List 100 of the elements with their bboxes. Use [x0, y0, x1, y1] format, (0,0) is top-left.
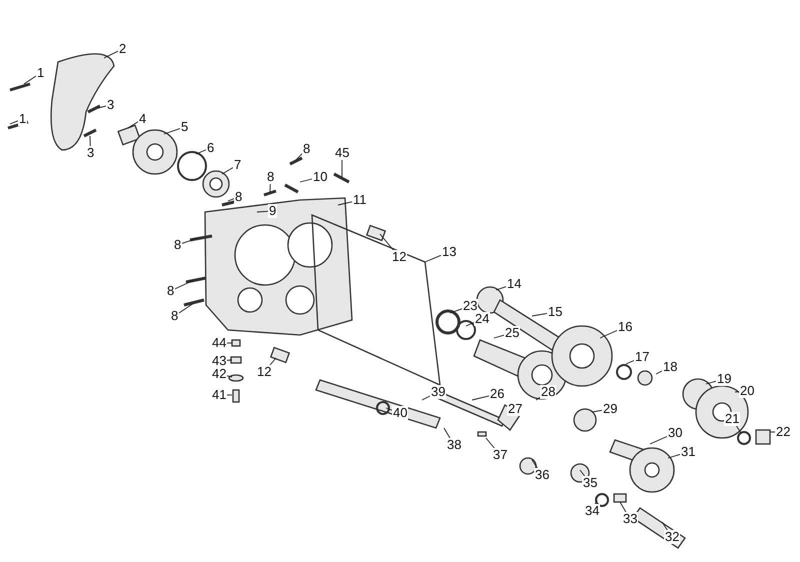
leader-line — [222, 167, 234, 174]
leader-line — [24, 76, 36, 84]
callout-number: 12 — [256, 365, 272, 379]
callout-number: 28 — [540, 385, 556, 399]
callout-number: 26 — [489, 387, 506, 401]
leader-line — [386, 408, 392, 411]
callout-number: 29 — [602, 402, 618, 416]
leader-line — [472, 395, 490, 400]
leader-line — [300, 178, 312, 182]
callout-number: 13 — [441, 245, 458, 259]
leader-line — [444, 428, 450, 438]
leader-line — [626, 360, 634, 364]
leader-line — [486, 438, 495, 448]
leader-line — [226, 394, 232, 396]
leader-line — [594, 500, 598, 504]
leader-line — [270, 184, 271, 194]
leader-line — [600, 330, 618, 338]
leader-line — [494, 334, 504, 338]
leader-line — [650, 436, 668, 444]
callout-number: 2 — [118, 42, 128, 56]
leader-line — [270, 358, 276, 366]
leader-line — [10, 120, 18, 124]
leader-line — [296, 153, 302, 160]
leader-line — [736, 426, 742, 434]
callout-number: 22 — [775, 425, 792, 439]
callout-number: 6 — [206, 141, 216, 155]
leader-line — [706, 380, 716, 384]
callout-number: 4 — [138, 112, 148, 126]
callout-number: 35 — [582, 476, 598, 490]
callout-number: 5 — [180, 120, 190, 134]
leader-line — [662, 522, 668, 530]
leader-line — [620, 502, 626, 512]
leader-line — [178, 302, 194, 314]
callout-number: 36 — [534, 468, 550, 482]
leader-line — [90, 136, 91, 146]
leader-line — [104, 50, 118, 58]
callout-number: 9 — [268, 204, 278, 218]
callout-number: 39 — [430, 385, 446, 399]
leader-line — [496, 286, 506, 290]
leader-line — [182, 238, 198, 244]
callout-number: 15 — [547, 305, 564, 319]
leader-line — [668, 454, 680, 458]
leader-line — [450, 308, 462, 314]
callout-number: 45 — [334, 146, 350, 160]
callout-number: 3 — [106, 98, 116, 112]
callout-number: 14 — [506, 277, 522, 291]
leader-line — [532, 460, 538, 468]
callout-number: 10 — [312, 170, 328, 184]
leader-line — [174, 280, 194, 290]
callout-number: 8 — [166, 284, 176, 298]
leader-line — [466, 322, 474, 326]
callout-number: 43 — [211, 354, 228, 368]
leader-line — [656, 370, 662, 374]
callout-number: 7 — [233, 158, 242, 172]
callout-number: 19 — [716, 372, 732, 386]
leader-line — [532, 312, 548, 316]
callout-number: 1 — [36, 66, 46, 80]
leader-line — [196, 149, 206, 154]
callout-number: 25 — [504, 326, 520, 340]
callout-number: 24 — [474, 312, 490, 326]
callout-number: 44 — [211, 336, 228, 350]
callout-number: 1 — [18, 112, 28, 126]
leader-line — [536, 396, 540, 400]
callout-number: 18 — [662, 360, 678, 374]
leader-line — [226, 375, 232, 378]
leader-line — [422, 396, 430, 400]
callout-number: 8 — [173, 238, 182, 252]
callout-number: 42 — [211, 367, 228, 381]
leader-line — [164, 128, 180, 134]
leader-line — [256, 210, 268, 212]
leader-line — [98, 106, 106, 108]
leader-line — [128, 121, 138, 128]
callout-number: 30 — [667, 426, 684, 440]
leader-line — [226, 342, 232, 344]
callout-number: 17 — [634, 350, 650, 364]
callout-number: 40 — [392, 406, 408, 420]
callout-number: 32 — [664, 530, 680, 544]
leader-line — [592, 410, 602, 412]
leader-line — [424, 254, 442, 262]
callout-number: 34 — [584, 504, 600, 518]
leader-line — [380, 234, 394, 250]
callout-number: 11 — [352, 193, 368, 207]
callout-number: 21 — [724, 412, 740, 426]
leader-line — [734, 391, 740, 392]
callout-number: 3 — [86, 146, 96, 160]
leader-line — [226, 360, 232, 361]
leader-line — [338, 201, 352, 206]
callout-number: 33 — [622, 512, 638, 526]
callout-number: 37 — [492, 448, 508, 462]
callout-number: 12 — [391, 250, 408, 264]
callout-number: 23 — [462, 299, 478, 313]
leader-line — [228, 198, 234, 202]
callout-number: 8 — [234, 190, 244, 204]
callout-number: 8 — [266, 170, 276, 184]
callout-number: 31 — [680, 445, 696, 459]
callout-number: 20 — [739, 384, 756, 398]
callout-number: 8 — [170, 309, 180, 323]
callout-number: 8 — [302, 142, 312, 156]
callout-number: 27 — [507, 402, 524, 416]
callout-number: 41 — [211, 388, 228, 402]
